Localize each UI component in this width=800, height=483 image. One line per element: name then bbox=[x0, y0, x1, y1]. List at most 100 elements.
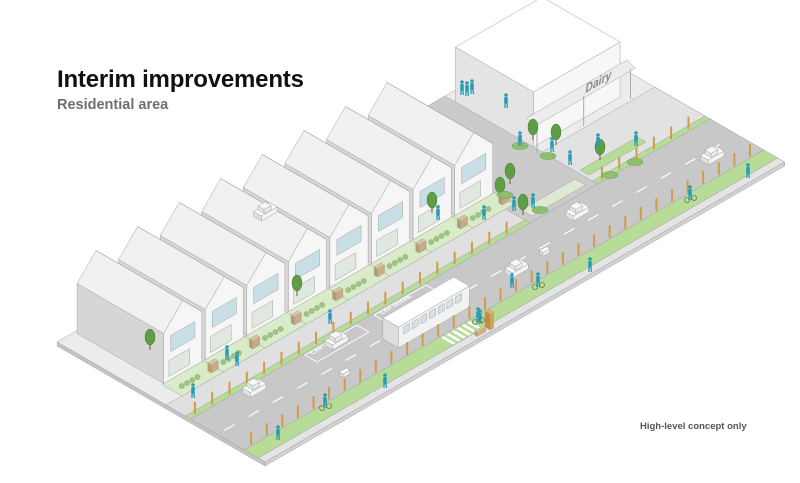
person-head bbox=[510, 273, 514, 277]
person-head bbox=[588, 257, 592, 261]
lane-marking bbox=[563, 227, 575, 236]
shrub bbox=[262, 335, 268, 341]
house-door-glazing bbox=[418, 204, 440, 233]
tree-icon bbox=[291, 274, 303, 292]
tree-icon bbox=[550, 123, 562, 141]
lane-marking bbox=[223, 423, 235, 432]
person-body bbox=[436, 209, 440, 216]
shrub bbox=[475, 212, 481, 218]
lane-marking bbox=[272, 395, 284, 404]
bus-window bbox=[420, 313, 428, 325]
person-leg bbox=[278, 435, 281, 441]
person-head bbox=[470, 79, 474, 83]
shrub bbox=[277, 326, 284, 332]
person-body bbox=[746, 167, 750, 174]
shrub bbox=[350, 284, 357, 290]
shrub bbox=[392, 260, 398, 266]
house-door-glazing bbox=[293, 276, 315, 305]
person-leg bbox=[514, 206, 517, 212]
person-body bbox=[588, 261, 592, 268]
shrub bbox=[220, 359, 227, 365]
bench-top bbox=[474, 325, 487, 333]
car-share-car-cabin-top bbox=[328, 330, 343, 339]
tree-icon bbox=[527, 118, 539, 136]
person-head bbox=[568, 150, 572, 154]
planter bbox=[539, 152, 557, 160]
person-leg bbox=[512, 283, 515, 289]
shrub bbox=[386, 263, 393, 269]
person-body bbox=[328, 313, 332, 320]
person-head bbox=[436, 205, 440, 209]
house-door-glazing bbox=[210, 324, 232, 353]
crossing-stripe bbox=[451, 330, 466, 339]
house-window bbox=[211, 297, 237, 328]
person-body bbox=[512, 200, 516, 207]
person-head bbox=[460, 80, 464, 84]
shrub bbox=[267, 332, 273, 338]
lane-marking bbox=[296, 381, 308, 390]
person-body bbox=[518, 135, 522, 142]
person-head bbox=[512, 196, 516, 200]
person-head bbox=[476, 307, 480, 311]
shrub bbox=[428, 239, 435, 245]
crossing-stripe bbox=[440, 336, 456, 345]
person-leg bbox=[467, 91, 470, 97]
person-leg bbox=[237, 361, 240, 367]
lane-marking bbox=[369, 339, 381, 348]
person-head bbox=[465, 81, 469, 85]
bike-wheel bbox=[539, 282, 545, 288]
house-door-glazing bbox=[251, 300, 274, 329]
shrub bbox=[308, 308, 315, 314]
shrub bbox=[397, 257, 403, 263]
house-roof-right bbox=[345, 106, 452, 168]
planter bbox=[601, 171, 619, 179]
dairy-awning bbox=[526, 59, 636, 127]
parked-car-cabin-top bbox=[257, 201, 272, 210]
bike-wheel bbox=[684, 197, 690, 203]
person-leg bbox=[330, 319, 333, 325]
bus-window bbox=[403, 323, 410, 335]
person-head bbox=[225, 345, 229, 349]
lane-marking bbox=[248, 409, 260, 418]
shrub bbox=[345, 287, 351, 293]
person-leg bbox=[590, 267, 593, 273]
person-head bbox=[276, 425, 280, 429]
shrub bbox=[402, 254, 409, 260]
shrub bbox=[179, 383, 185, 389]
shrub bbox=[355, 281, 362, 287]
shrub bbox=[314, 305, 320, 311]
crossing-stripe bbox=[456, 327, 472, 336]
house-window bbox=[253, 273, 279, 304]
crossing-stripe bbox=[446, 333, 461, 342]
house-window bbox=[295, 249, 320, 280]
planter bbox=[626, 158, 644, 166]
house-window bbox=[170, 321, 196, 352]
bike-wheel bbox=[691, 195, 697, 201]
bus-top bbox=[382, 276, 470, 328]
person-body bbox=[568, 154, 572, 161]
person-leg bbox=[484, 215, 487, 221]
person-head bbox=[383, 373, 387, 377]
dairy-building-top bbox=[455, 0, 621, 93]
person-leg bbox=[227, 355, 230, 361]
house-roof-right bbox=[303, 130, 410, 192]
lane-marking bbox=[660, 171, 672, 180]
person-leg bbox=[748, 173, 751, 179]
house-window bbox=[378, 201, 403, 232]
house-roof-right bbox=[262, 154, 369, 216]
bus-window bbox=[437, 303, 445, 315]
car-cabin-top bbox=[569, 201, 584, 210]
scooter-top bbox=[539, 246, 551, 253]
car-share-bay bbox=[304, 324, 370, 363]
car-cabin-top bbox=[246, 378, 261, 387]
lane-marking bbox=[587, 213, 599, 222]
person-body bbox=[536, 276, 540, 283]
concept-disclaimer: High-level concept only bbox=[640, 421, 747, 432]
person-body bbox=[470, 83, 474, 90]
person-leg bbox=[438, 215, 441, 221]
bike-wheel bbox=[532, 284, 538, 290]
garden-fence-top bbox=[332, 286, 344, 294]
shrub bbox=[189, 377, 196, 383]
person-body bbox=[482, 209, 486, 216]
